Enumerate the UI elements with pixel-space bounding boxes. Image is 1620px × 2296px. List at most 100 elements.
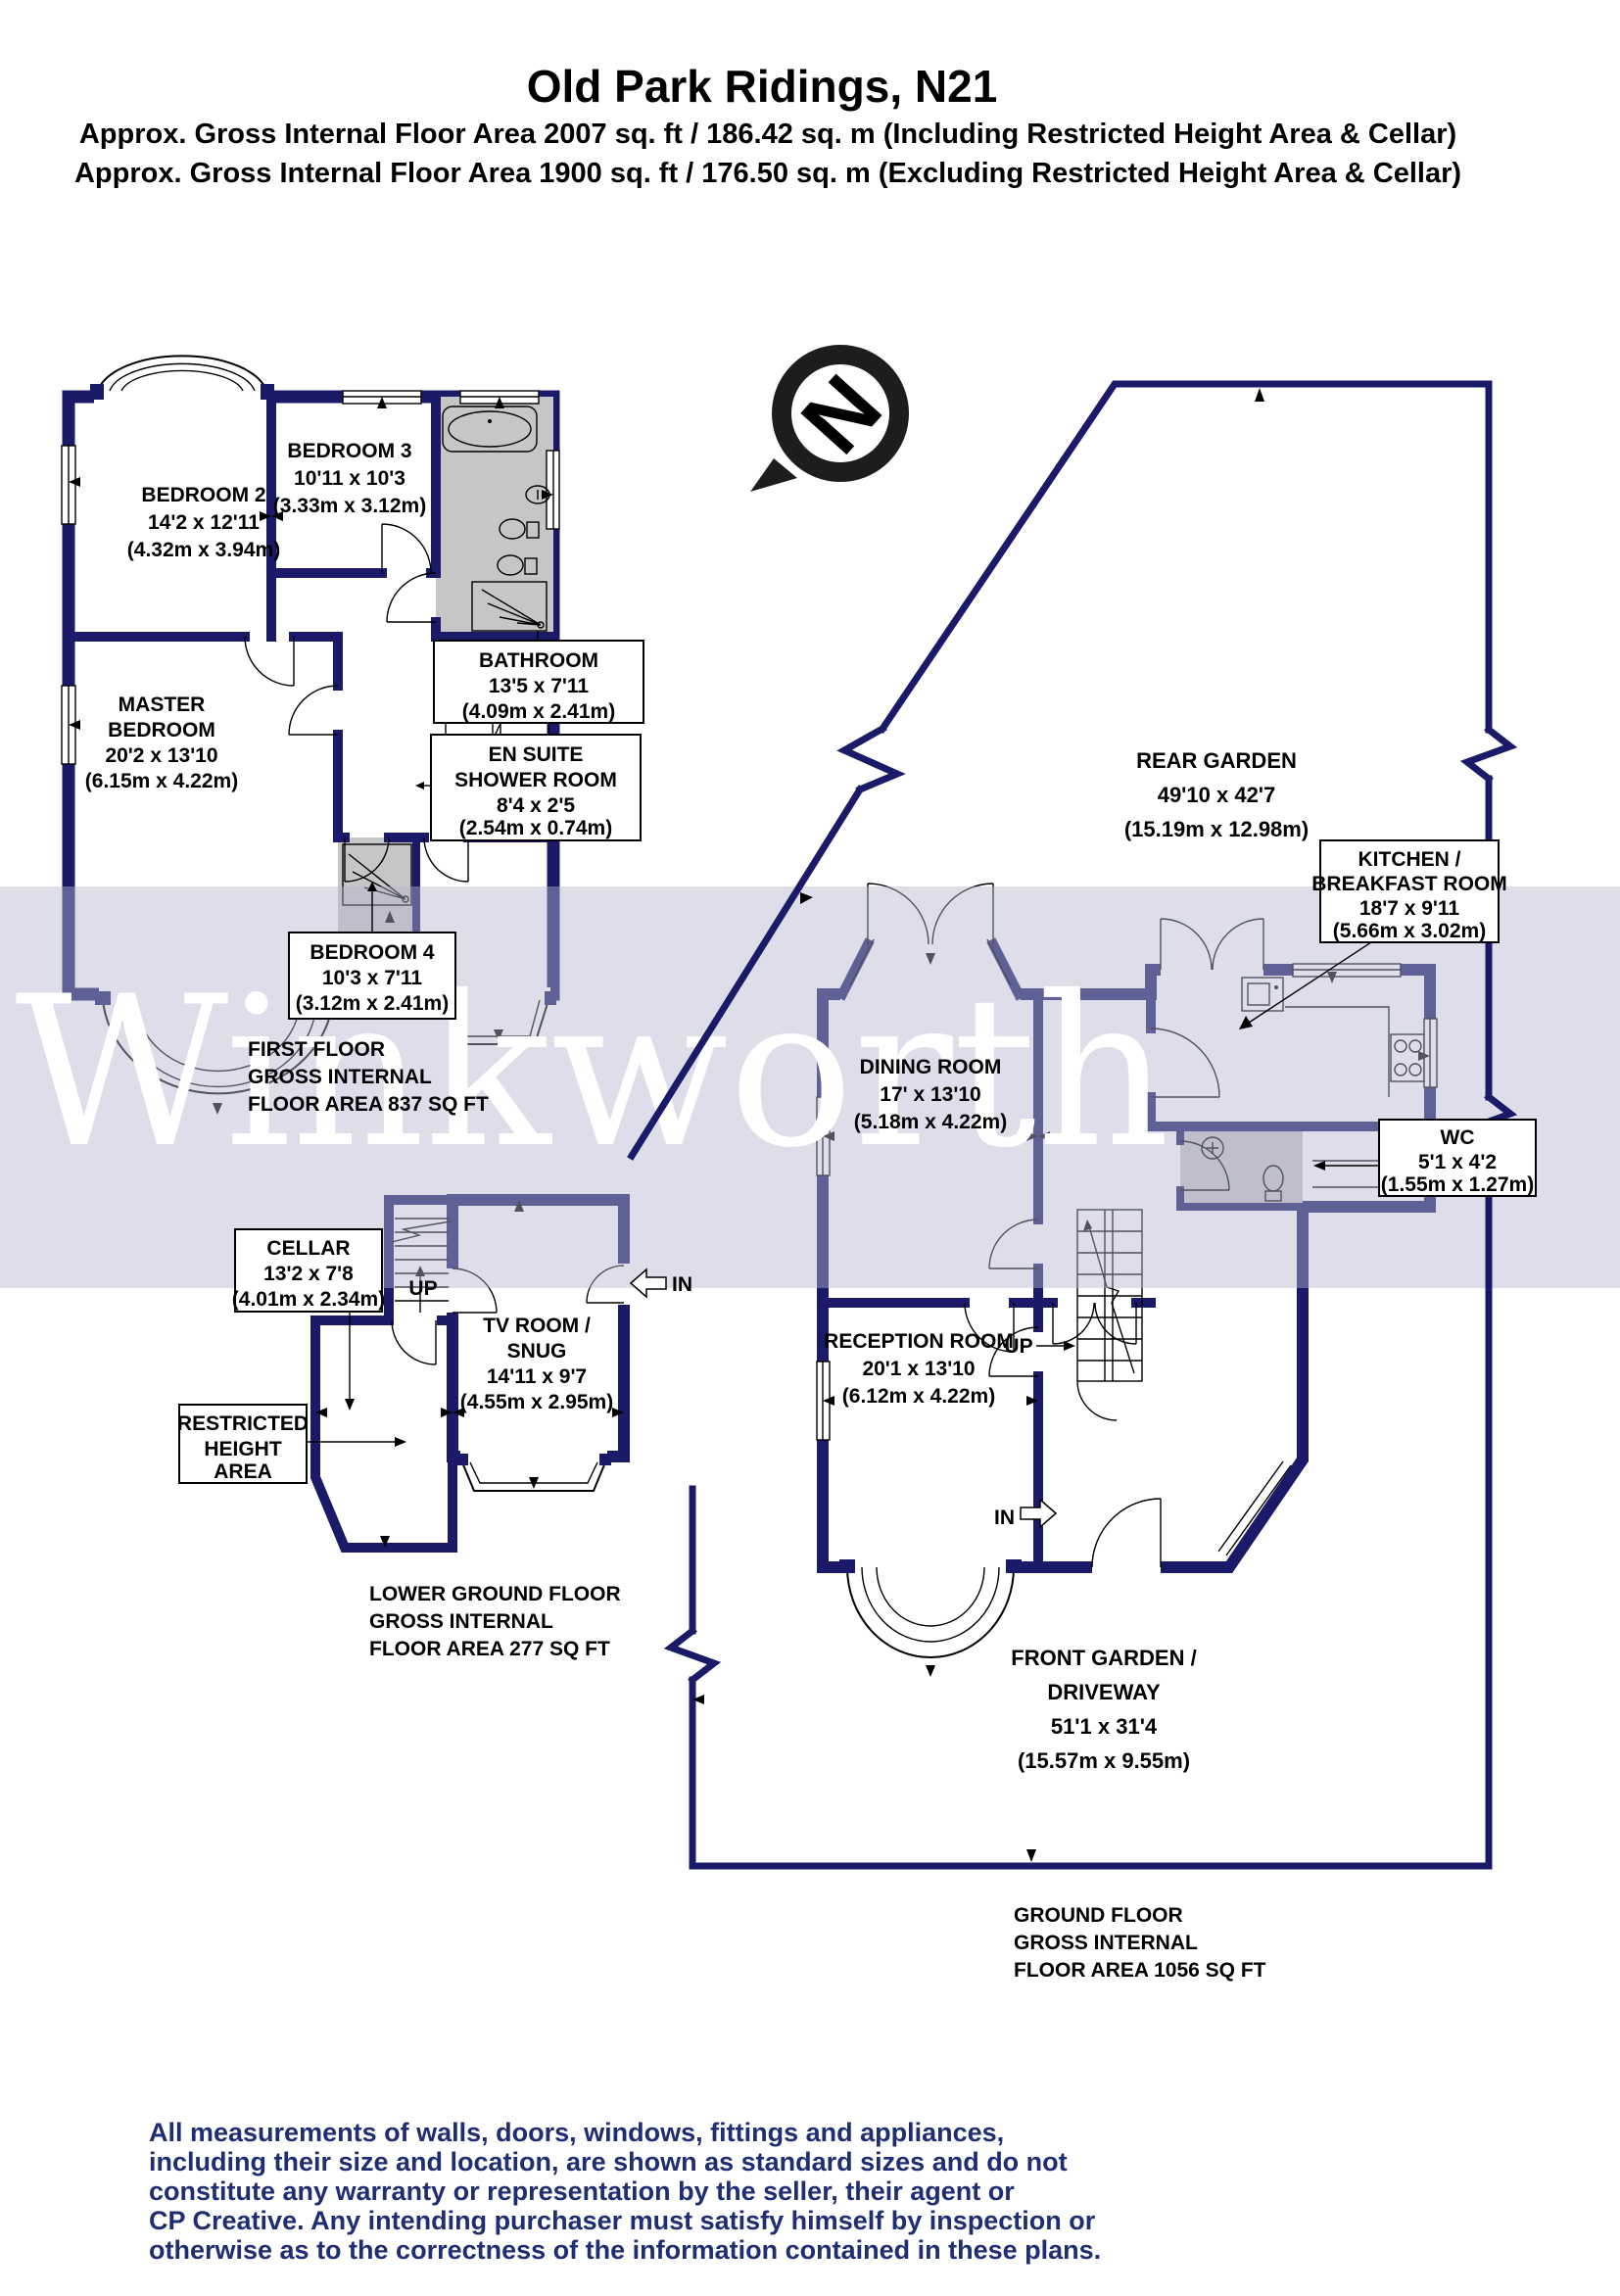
bedroom2-dims-m: (4.32m x 3.94m) (127, 539, 280, 561)
lower-ground-stairs (391, 1218, 452, 1313)
ground-floor-caption-3: FLOOR AREA 1056 SQ FT (1014, 1959, 1266, 1982)
lower-ground-in-annotation: IN (629, 1268, 692, 1299)
caption-lower-ground-floor: LOWER GROUND FLOOR GROSS INTERNAL FLOOR … (369, 1583, 621, 1660)
bedroom3-dims-ft: 10'11 x 10'3 (294, 467, 405, 490)
reception-name: RECEPTION ROOM (824, 1330, 1014, 1353)
wc-basin-icon (1201, 1136, 1224, 1160)
page-subtitle-1: Approx. Gross Internal Floor Area 2007 s… (79, 119, 1456, 150)
master-dims-ft: 20'2 x 13'10 (105, 744, 217, 767)
master-name-2: BEDROOM (108, 719, 215, 741)
wc-name: WC (1441, 1126, 1475, 1149)
in-label-ground: IN (994, 1507, 1015, 1529)
bedroom2-name: BEDROOM 2 (141, 484, 265, 506)
room-label-master-bedroom: MASTER BEDROOM 20'2 x 13'10 (6.15m x 4.2… (85, 694, 238, 792)
disclaimer-line-1: All measurements of walls, doors, window… (149, 2118, 1004, 2147)
bedroom2-dims-ft: 14'2 x 12'11 (148, 511, 260, 534)
room-label-front-garden: FRONT GARDEN / DRIVEWAY 51'1 x 31'4 (15.… (1011, 1646, 1196, 1773)
master-name-1: MASTER (119, 694, 206, 716)
in-arrow-icon-lower (629, 1268, 667, 1299)
ensuite-dims-m: (2.54m x 0.74m) (459, 817, 612, 839)
watermark-band (0, 886, 1620, 1288)
restricted-line-2: HEIGHT (204, 1438, 282, 1460)
dining-dims-ft: 17' x 13'10 (880, 1083, 980, 1106)
bathroom-dims-ft: 13'5 x 7'11 (489, 675, 590, 697)
ground-floor-stairs (1076, 1209, 1143, 1421)
kitchen-name-2: BREAKFAST ROOM (1311, 873, 1507, 895)
wc-toilet-icon (1263, 1165, 1284, 1202)
dining-bay-doors (835, 883, 1025, 1001)
disclaimer: All measurements of walls, doors, window… (149, 2118, 1101, 2265)
dining-name: DINING ROOM (860, 1056, 1002, 1078)
kitchen-counter (1285, 1006, 1390, 1097)
wc-dims-ft: 5'1 x 4'2 (1418, 1151, 1497, 1173)
lower-ground-dim-arrows (315, 1200, 624, 1548)
winkworth-watermark: Winkworth (15, 951, 1169, 1193)
north-compass-icon: N (750, 345, 909, 492)
room-label-rear-garden: REAR GARDEN 49'10 x 42'7 (15.19m x 12.98… (1124, 748, 1309, 841)
label-box-restricted-height: RESTRICTED HEIGHT AREA (177, 1404, 406, 1484)
ground-floor-plan (816, 883, 1438, 1677)
bedroom2-bay-window (90, 355, 274, 400)
lower-ground-caption-1: LOWER GROUND FLOOR (369, 1583, 621, 1605)
bathroom-toilet-icons (497, 518, 540, 576)
dining-dims-m: (5.18m x 4.22m) (854, 1111, 1007, 1133)
caption-first-floor: FIRST FLOOR GROSS INTERNAL FLOOR AREA 83… (248, 1038, 489, 1116)
disclaimer-line-4: CP Creative. Any intending purchaser mus… (149, 2206, 1096, 2235)
disclaimer-line-3: constitute any warranty or representatio… (149, 2176, 1015, 2206)
bedroom3-dims-m: (3.33m x 3.12m) (273, 495, 426, 517)
lower-ground-up-annotation: UP (408, 1277, 437, 1300)
cellar-dims-m: (4.01m x 2.34m) (232, 1288, 385, 1311)
tv-room-dims-ft: 14'11 x 9'7 (487, 1365, 587, 1388)
first-floor-doors (244, 523, 469, 883)
label-box-ensuite: EN SUITE SHOWER ROOM 8'4 x 2'5 (2.54m x … (415, 734, 642, 841)
tv-room-name-2: SNUG (507, 1340, 567, 1363)
rear-garden-name: REAR GARDEN (1136, 748, 1297, 773)
bedroom4-dims-ft: 10'3 x 7'11 (322, 967, 423, 989)
tv-room-dims-m: (4.55m x 2.95m) (460, 1391, 613, 1413)
lower-ground-caption-2: GROSS INTERNAL (369, 1610, 553, 1633)
ground-floor-caption-2: GROSS INTERNAL (1014, 1932, 1198, 1954)
label-box-kitchen: KITCHEN / BREAKFAST ROOM 18'7 x 9'11 (5.… (1239, 839, 1507, 1029)
front-garden-dims-ft: 51'1 x 31'4 (1051, 1714, 1158, 1739)
label-box-cellar: CELLAR 13'2 x 7'8 (4.01m x 2.34m) (232, 1228, 385, 1411)
room-label-bedroom3: BEDROOM 3 10'11 x 10'3 (3.33m x 3.12m) (273, 440, 426, 517)
title-block: Old Park Ridings, N21 Approx. Gross Inte… (74, 61, 1461, 189)
label-box-bathroom: BATHROOM 13'5 x 7'11 (4.09m x 2.41m) (433, 631, 644, 724)
front-garden-dims-m: (15.57m x 9.55m) (1018, 1748, 1190, 1773)
bathtub-icon (442, 406, 538, 453)
page-title: Old Park Ridings, N21 (527, 61, 998, 112)
bathroom-dims-m: (4.09m x 2.41m) (462, 700, 615, 723)
tv-room-bay-window (456, 1454, 611, 1492)
ground-floor-caption-1: GROUND FLOOR (1014, 1904, 1183, 1927)
kitchen-dims-ft: 18'7 x 9'11 (1359, 897, 1460, 920)
bedroom4-name: BEDROOM 4 (310, 941, 435, 964)
kitchen-window (1292, 963, 1402, 978)
first-floor-dim-arrows (69, 397, 553, 1115)
lower-ground-doors (391, 1265, 625, 1365)
cellar-name: CELLAR (266, 1237, 350, 1260)
front-garden-name-1: FRONT GARDEN / (1011, 1646, 1196, 1670)
front-garden-name-2: DRIVEWAY (1047, 1680, 1161, 1704)
caption-ground-floor: GROUND FLOOR GROSS INTERNAL FLOOR AREA 1… (1014, 1904, 1266, 1982)
page-subtitle-2: Approx. Gross Internal Floor Area 1900 s… (74, 158, 1461, 189)
master-bedroom-bay-window (95, 991, 341, 1095)
rear-garden-dims-ft: 49'10 x 42'7 (1158, 783, 1276, 807)
ensuite-name-1: EN SUITE (489, 743, 584, 766)
restricted-line-3: AREA (214, 1460, 272, 1483)
ground-floor-dim-arrows (823, 953, 1430, 1677)
room-label-tv-room: TV ROOM / SNUG 14'11 x 9'7 (4.55m x 2.95… (460, 1315, 613, 1413)
garden-boundary (627, 380, 1518, 1870)
ground-floor-in-annotation: IN (994, 1498, 1058, 1529)
bedroom3-name: BEDROOM 3 (287, 440, 411, 462)
bathroom-floor (436, 397, 553, 637)
bathroom-name: BATHROOM (479, 649, 598, 672)
in-arrow-icon-ground (1020, 1498, 1058, 1529)
lower-ground-caption-3: FLOOR AREA 277 SQ FT (369, 1638, 610, 1660)
wc-dims-m: (1.55m x 1.27m) (1381, 1173, 1534, 1196)
restricted-line-1: RESTRICTED (177, 1412, 309, 1435)
lower-ground-floor-plan (310, 1194, 631, 1553)
first-floor-caption-3: FLOOR AREA 837 SQ FT (248, 1093, 489, 1116)
kitchen-french-doors (1160, 918, 1264, 971)
